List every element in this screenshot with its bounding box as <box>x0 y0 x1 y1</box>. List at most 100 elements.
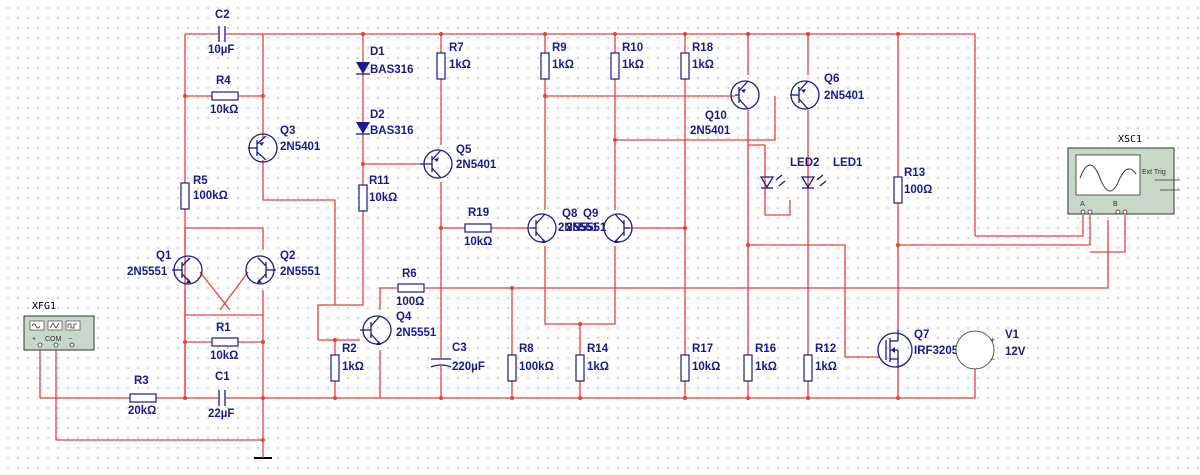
resistor-r16[interactable]: R16 1kΩ <box>743 343 777 382</box>
r9-value: 1kΩ <box>552 59 574 71</box>
resistor-r4[interactable]: R4 10kΩ <box>210 75 239 116</box>
r8-ref: R8 <box>519 343 534 355</box>
resistor-r17[interactable]: R17 10kΩ <box>680 343 720 382</box>
transistor-q1[interactable]: Q1 2N5551 <box>127 250 203 285</box>
q7-part: IRF3205 <box>914 345 959 357</box>
r16-value: 1kΩ <box>755 361 777 373</box>
r1-value: 10kΩ <box>210 350 238 362</box>
svg-text:+: + <box>32 336 36 343</box>
transistor-q3[interactable]: Q3 2N5401 <box>248 125 321 163</box>
function-generator-xfg1[interactable]: XFG1 + COM − <box>23 301 95 351</box>
q9-ref: Q9 <box>583 208 598 220</box>
resistor-r12[interactable]: R12 1kΩ <box>803 343 837 382</box>
c3-value: 220µF <box>452 361 485 373</box>
d2-ref: D2 <box>370 109 385 121</box>
q5-ref: Q5 <box>456 144 472 156</box>
transistor-q6[interactable]: Q6 2N5401 <box>790 73 865 110</box>
xsc1-ref: XSC1 <box>1118 134 1142 145</box>
v1-value: 12V <box>1005 346 1026 358</box>
resistor-r3[interactable]: R3 20kΩ <box>128 375 157 417</box>
r9-ref: R9 <box>552 42 567 54</box>
d1-ref: D1 <box>370 46 385 58</box>
transistor-q4[interactable]: Q4 2N5551 <box>360 311 437 345</box>
resistor-r14[interactable]: R14 1kΩ <box>575 343 609 382</box>
r11-ref: R11 <box>369 175 390 187</box>
resistor-r1[interactable]: R1 10kΩ <box>210 322 239 362</box>
v1-ref: V1 <box>1005 329 1020 341</box>
resistor-r8[interactable]: R8 100kΩ <box>507 343 554 382</box>
capacitor-c2[interactable]: C2 10µF <box>208 9 234 56</box>
resistor-r11[interactable]: R11 10kΩ <box>358 175 397 212</box>
resistor-r9[interactable]: R9 1kΩ <box>540 42 574 80</box>
resistor-r10[interactable]: R10 1kΩ <box>610 42 644 80</box>
c2-value: 10µF <box>208 44 234 56</box>
r2-ref: R2 <box>342 343 357 355</box>
r4-ref: R4 <box>216 75 231 87</box>
q2-part: 2N5551 <box>280 266 321 278</box>
r8-value: 100kΩ <box>519 361 554 373</box>
r6-value: 100Ω <box>396 296 424 308</box>
capacitor-c3[interactable]: C3 220µF <box>430 342 485 373</box>
led1-ref: LED1 <box>833 157 863 169</box>
resistor-r19[interactable]: R19 10kΩ <box>464 207 492 248</box>
resistor-r5[interactable]: R5 100kΩ <box>180 175 228 210</box>
r14-ref: R14 <box>587 343 609 355</box>
resistor-r18[interactable]: R18 1kΩ <box>680 42 714 80</box>
q4-part: 2N5551 <box>396 327 437 339</box>
r6-ref: R6 <box>402 268 417 280</box>
transistor-q9[interactable]: Q9 2N5551 <box>566 208 633 243</box>
q7-ref: Q7 <box>914 329 929 341</box>
oscilloscope-xsc1[interactable]: XSC1 Ext Trig A B <box>1067 134 1180 215</box>
r3-ref: R3 <box>134 375 149 387</box>
r10-value: 1kΩ <box>622 59 644 71</box>
dc-source-v1[interactable]: + − V1 12V <box>955 329 1026 370</box>
r18-value: 1kΩ <box>692 59 714 71</box>
r14-value: 1kΩ <box>587 361 609 373</box>
r3-value: 20kΩ <box>128 405 156 417</box>
xsc1-ext-trig: Ext Trig <box>1142 169 1166 176</box>
q3-part: 2N5401 <box>280 141 321 153</box>
r2-value: 1kΩ <box>342 361 364 373</box>
r7-ref: R7 <box>449 42 464 54</box>
xfg1-ref: XFG1 <box>32 301 56 312</box>
led2-ref: LED2 <box>790 157 819 169</box>
junctions <box>183 32 900 442</box>
q6-part: 2N5401 <box>824 90 865 102</box>
led-led2[interactable]: LED2 <box>759 157 819 189</box>
r17-value: 10kΩ <box>692 361 720 373</box>
svg-text:−: − <box>68 336 72 343</box>
r19-ref: R19 <box>468 207 489 219</box>
resistor-r6[interactable]: R6 100Ω <box>396 268 425 308</box>
c1-value: 22µF <box>208 408 234 420</box>
r17-ref: R17 <box>692 343 713 355</box>
r13-ref: R13 <box>904 167 925 179</box>
q10-ref: Q10 <box>705 110 727 122</box>
diode-d1[interactable]: D1 BAS316 <box>356 46 413 76</box>
q6-ref: Q6 <box>824 73 839 85</box>
led-led1[interactable]: LED1 <box>800 157 863 189</box>
r10-ref: R10 <box>622 42 643 54</box>
mosfet-q7[interactable]: Q7 IRF3205 <box>877 329 959 368</box>
r5-ref: R5 <box>193 175 208 187</box>
resistor-r13[interactable]: R13 100Ω <box>893 167 932 204</box>
v1-minus: − <box>990 354 995 364</box>
d1-part: BAS316 <box>370 64 413 76</box>
r18-ref: R18 <box>692 42 714 54</box>
r11-value: 10kΩ <box>369 192 397 204</box>
transistor-q2[interactable]: Q2 2N5551 <box>245 250 321 285</box>
r12-ref: R12 <box>815 343 836 355</box>
ground-symbol <box>254 440 272 459</box>
q10-part: 2N5401 <box>690 125 731 137</box>
v1-plus: + <box>990 335 995 345</box>
capacitor-c1[interactable]: C1 22µF <box>208 371 234 420</box>
r13-value: 100Ω <box>904 184 932 196</box>
transistor-q8[interactable]: Q8 2N5551 <box>527 208 599 243</box>
transistor-q5[interactable]: Q5 2N5401 <box>420 144 497 179</box>
resistor-r2[interactable]: R2 1kΩ <box>330 343 364 382</box>
r4-value: 10kΩ <box>210 104 238 116</box>
transistor-q10[interactable]: Q10 2N5401 <box>690 80 760 137</box>
resistor-r7[interactable]: R7 1kΩ <box>436 42 471 80</box>
diode-d2[interactable]: D2 BAS316 <box>356 109 413 137</box>
